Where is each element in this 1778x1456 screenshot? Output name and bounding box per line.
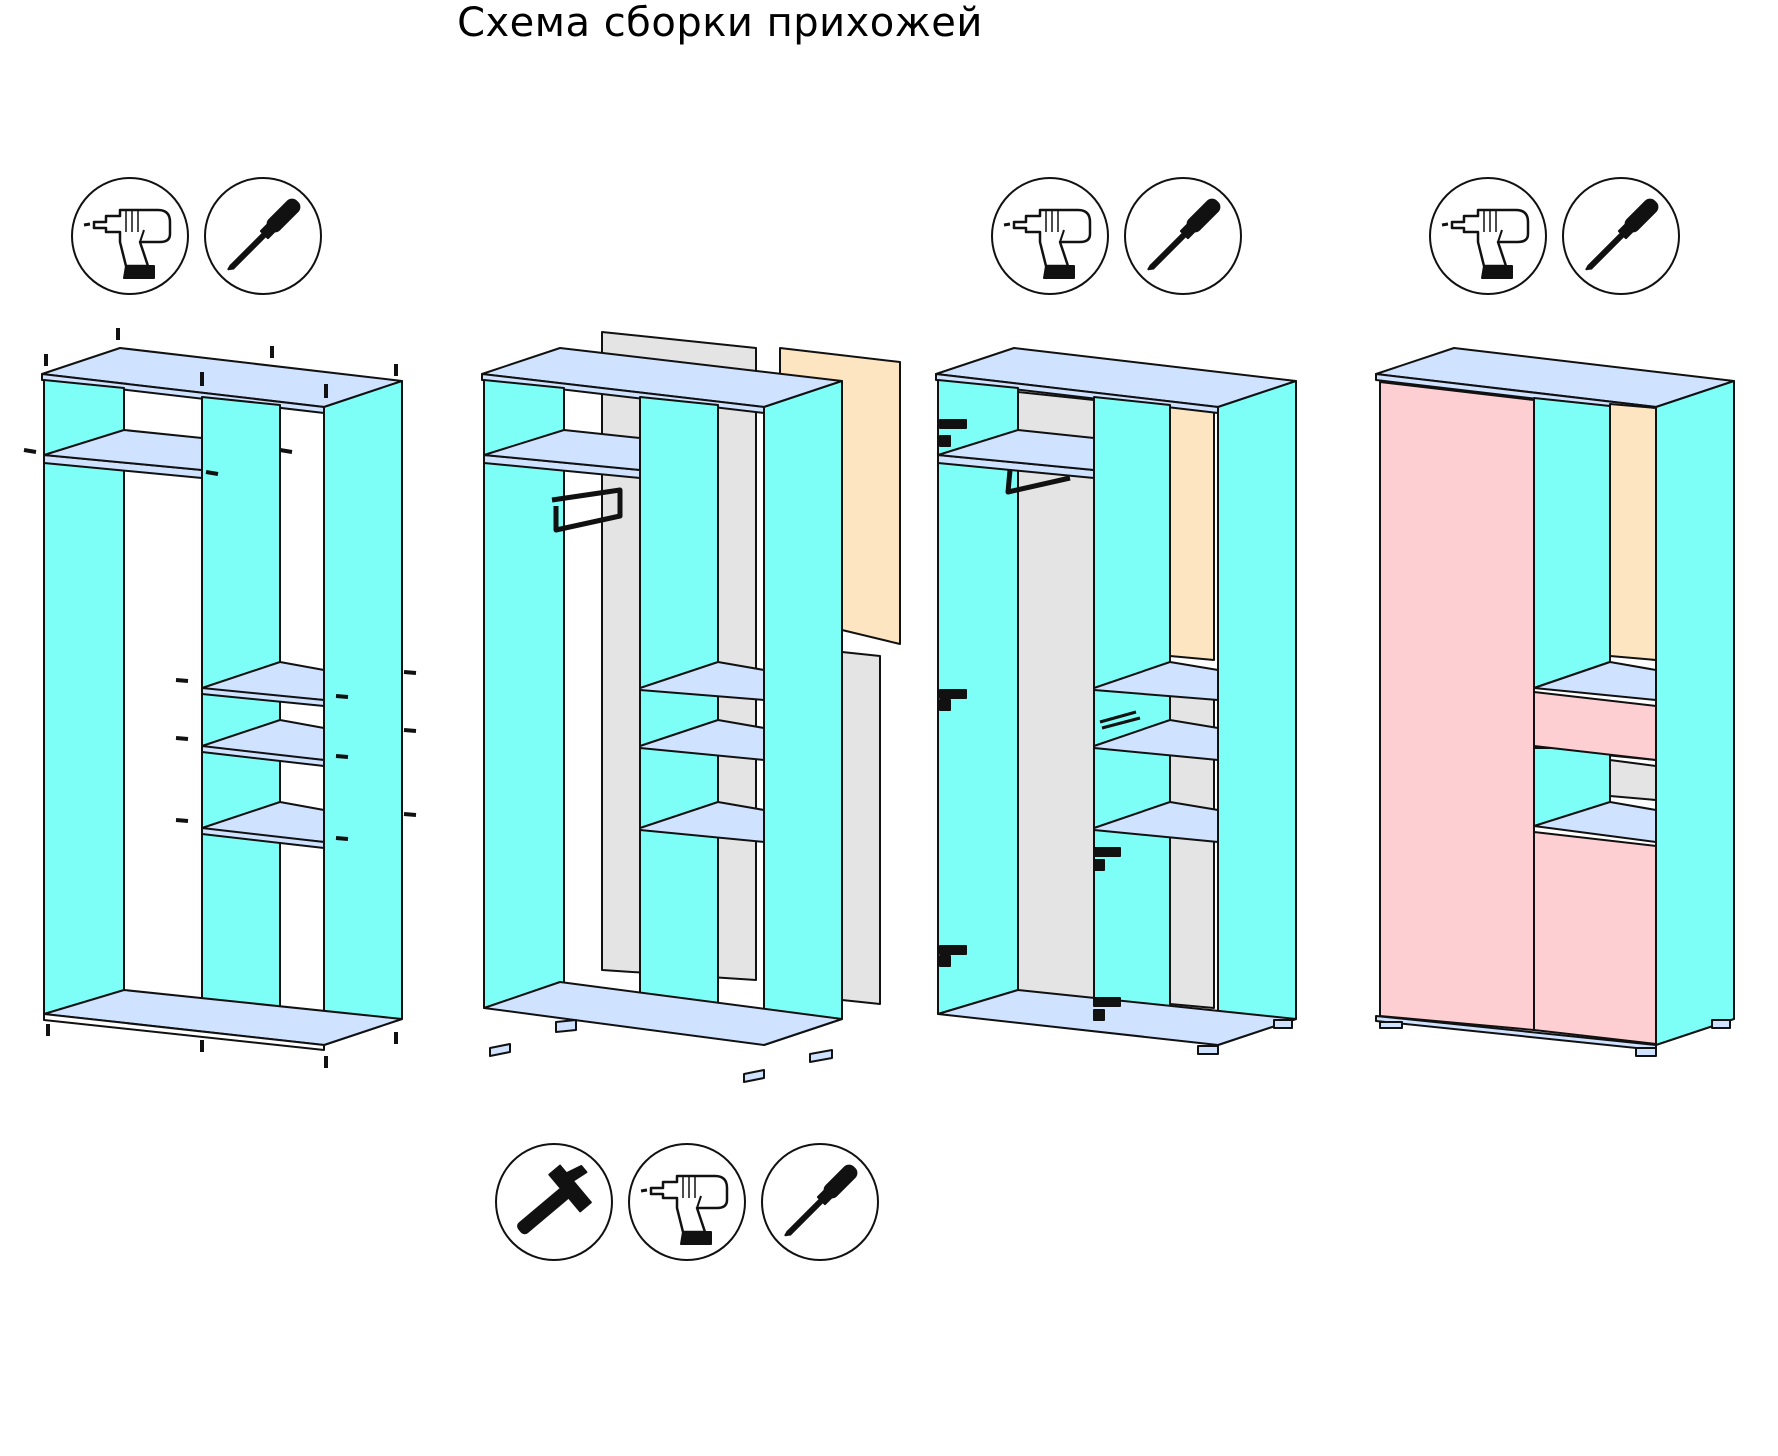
hammer-icon: [495, 1143, 613, 1261]
step-3-cabinet: [935, 347, 1297, 1055]
drawer-front: [1533, 691, 1657, 761]
screwdriver-icon: [204, 177, 322, 295]
left-door: [1379, 381, 1535, 1031]
step-1-tool-circles: [71, 177, 322, 295]
screwdriver-icon: [1124, 177, 1242, 295]
step-4-cabinet: [1375, 347, 1735, 1057]
step-2-cabinet: [481, 331, 901, 1083]
drill-icon: [628, 1143, 746, 1261]
screwdriver-icon: [761, 1143, 879, 1261]
drill-icon: [1429, 177, 1547, 295]
step-1-cabinet-frame: [23, 328, 417, 1068]
step-3-tool-circles: [991, 177, 1242, 295]
drill-icon: [991, 177, 1109, 295]
right-lower-door: [1533, 831, 1657, 1045]
step-4-tool-circles: [1429, 177, 1680, 295]
page-title: Схема сборки прихожей: [457, 0, 983, 46]
drill-icon: [71, 177, 189, 295]
step-2-tool-circles: [495, 1143, 879, 1261]
screwdriver-icon: [1562, 177, 1680, 295]
